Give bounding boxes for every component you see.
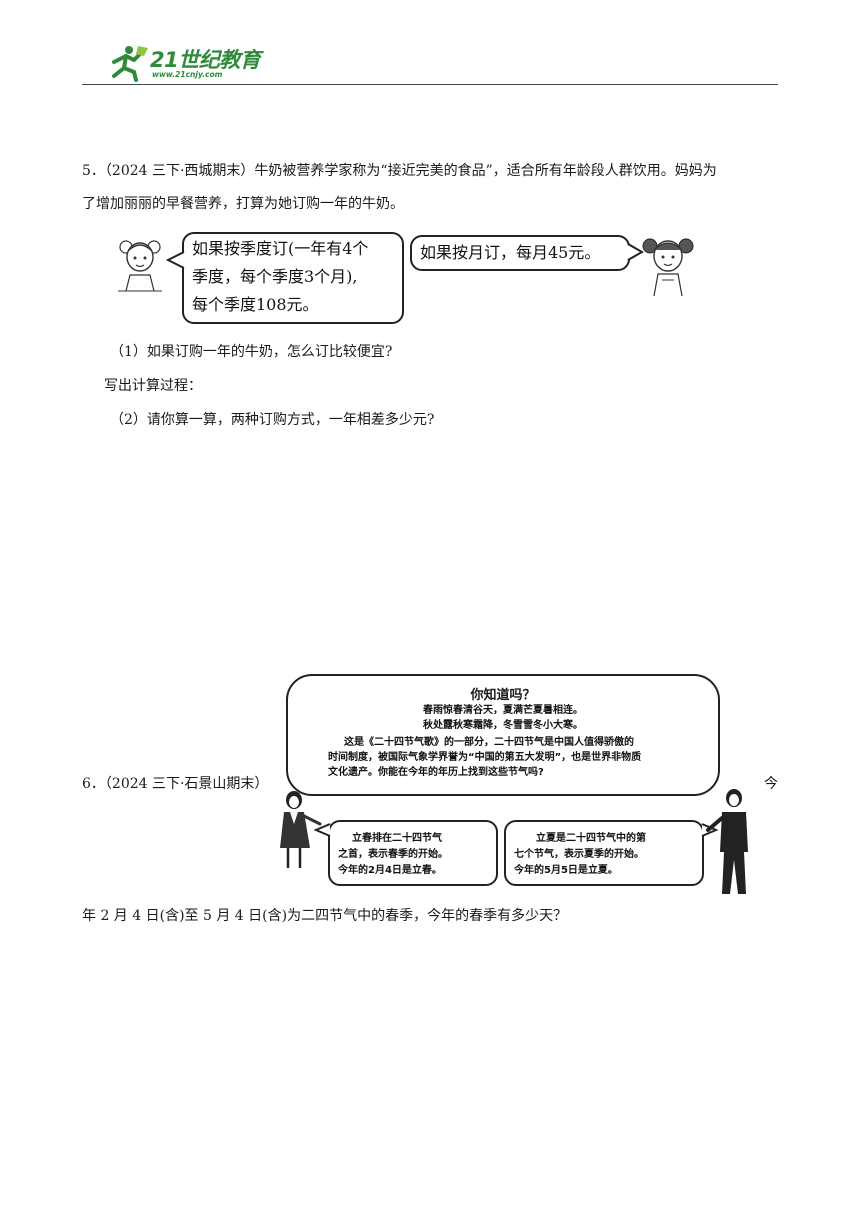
q6-info-box: 你知道吗？ 春雨惊春清谷天，夏满芒夏暑相连。 秋处露秋寒霜降，冬雪雪冬小大寒。 …	[286, 674, 720, 796]
q5-sub1: （1）如果订购一年的牛奶，怎么订比较便宜?	[110, 344, 393, 360]
q5-bubble-left-line3: 每个季度108元。	[192, 295, 319, 314]
q6-bubble-right-line3: 今年的5月5日是立夏。	[514, 865, 618, 876]
teacher-man-illustration	[706, 789, 748, 894]
logo-text: 21世纪教育	[150, 48, 261, 72]
logo: 21世纪教育 www.21cnjy.com	[104, 42, 274, 82]
q6-bubble-left-line1: 立春排在二十四节气	[352, 833, 442, 844]
girl-illustration-left	[118, 240, 162, 292]
q6-bubble-right-line2: 七个节气，表示夏季的开始。	[514, 849, 644, 860]
q6-bubble-right-line1: 立夏是二十四节气中的第	[536, 833, 646, 844]
q5-bubble-right-text: 如果按月订，每月45元。	[420, 243, 601, 262]
q6-info-line1: 春雨惊春清谷天，夏满芒夏暑相连。	[423, 705, 583, 716]
runner-logo-icon	[112, 46, 148, 82]
q6-bubble-left-line3: 今年的2月4日是立春。	[338, 865, 442, 876]
teacher-woman-illustration	[280, 791, 322, 868]
girl-illustration-right	[642, 238, 694, 297]
q6-info-line4: 时间制度，被国际气象学界誉为“中国的第五大发明”，也是世界非物质	[328, 752, 642, 763]
q6-trailing-char: 今	[764, 776, 778, 792]
q5-text-line1: 5．（2024 三下·西城期末）牛奶被营养学家称为“接近完美的食品”，适合所有年…	[82, 163, 717, 179]
q5-sub2: （2）请你算一算，两种订购方式，一年相差多少元?	[110, 412, 435, 428]
q5-speech-bubble-left: 如果按季度订(一年有4个 季度，每个季度3个月), 每个季度108元。	[182, 232, 404, 324]
q6-question: 年 2 月 4 日(含)至 5 月 4 日(含)为二四节气中的春季，今年的春季有…	[82, 908, 568, 924]
q6-info-line2: 秋处露秋寒霜降，冬雪雪冬小大寒。	[423, 720, 583, 731]
q5-bubble-left-line2: 季度，每个季度3个月),	[192, 267, 358, 286]
q6-bubble-left: 立春排在二十四节气 之首，表示春季的开始。 今年的2月4日是立春。	[328, 820, 498, 886]
q6-bubble-right: 立夏是二十四节气中的第 七个节气，表示夏季的开始。 今年的5月5日是立夏。	[504, 820, 704, 886]
q5-bubble-left-line1: 如果按季度订(一年有4个	[192, 239, 369, 258]
q6-info-line5: 文化遗产。你能在今年的年历上找到这些节气吗?	[328, 767, 544, 778]
q6-bubble-left-line2: 之首，表示春季的开始。	[338, 849, 448, 860]
q5-sub1-work-label: 写出计算过程：	[104, 378, 202, 394]
bubble-tail-left-icon	[166, 251, 185, 269]
bubble-tail-right-icon	[627, 243, 644, 261]
q5-speech-bubble-right: 如果按月订，每月45元。	[410, 235, 630, 271]
q6-label: 6．（2024 三下·石景山期末）	[82, 776, 269, 792]
q5-text-line2: 了增加丽丽的早餐营养，打算为她订购一年的牛奶。	[82, 196, 404, 212]
header-rule	[82, 84, 778, 85]
bubble-tail-q6-left-icon	[314, 823, 331, 837]
q6-info-line3: 这是《二十四节气歌》的一部分，二十四节气是中国人值得骄傲的	[344, 737, 634, 748]
q6-info-title: 你知道吗？	[470, 688, 536, 703]
logo-url: www.21cnjy.com	[152, 70, 223, 79]
